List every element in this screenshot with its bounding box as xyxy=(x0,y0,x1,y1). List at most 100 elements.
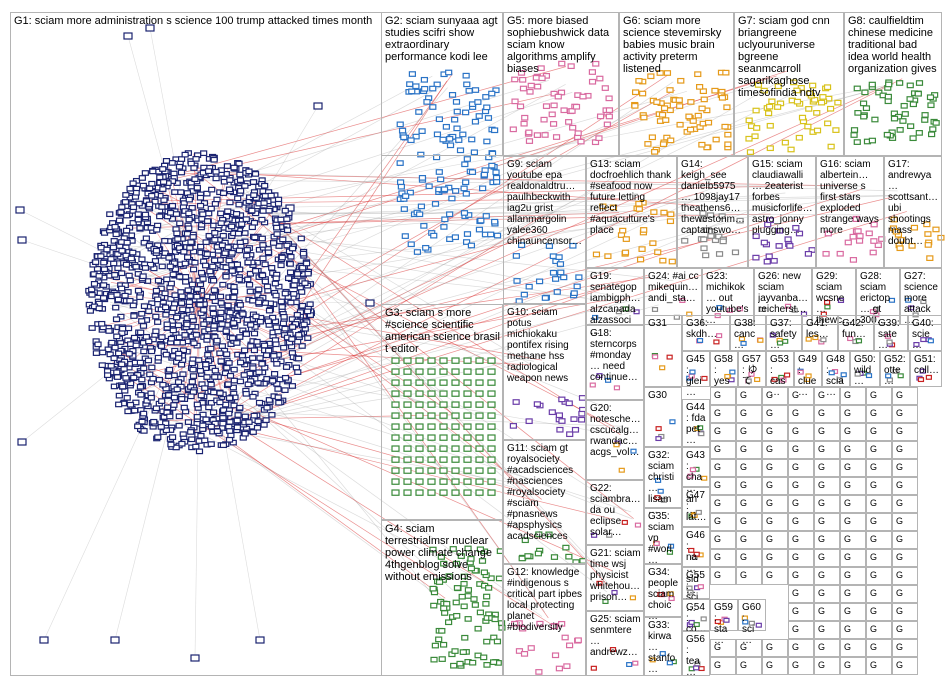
node xyxy=(153,226,161,233)
group-small: G xyxy=(840,531,866,549)
group-g36: G36: skdh… xyxy=(682,315,730,351)
node xyxy=(413,249,422,255)
node xyxy=(210,287,218,294)
node xyxy=(492,169,500,176)
group-label: G xyxy=(740,390,748,400)
group-label: G xyxy=(792,444,800,454)
group-g3: G3: sciam s more #science scientific ame… xyxy=(381,304,503,520)
group-label: G xyxy=(896,552,904,562)
node xyxy=(184,419,193,425)
group-label: G xyxy=(792,480,800,490)
node xyxy=(479,185,487,192)
group-label: G xyxy=(870,390,878,400)
group-small: G xyxy=(840,621,866,639)
group-small: G xyxy=(866,621,892,639)
group-label: G xyxy=(766,444,774,454)
group-small: G xyxy=(762,477,788,495)
group-g18: G18: sterncorps #monday… need continue… xyxy=(586,325,644,400)
edge xyxy=(275,192,638,230)
node xyxy=(440,186,449,193)
node xyxy=(168,318,176,324)
edge xyxy=(289,73,453,301)
group-label: G58: yes xyxy=(714,354,733,387)
group-label: G xyxy=(714,516,722,526)
edge xyxy=(136,188,712,393)
group-label: G xyxy=(870,624,878,634)
group-small: G xyxy=(788,387,814,405)
group-label: G1: sciam more administration s science … xyxy=(14,15,373,27)
group-g25: G25: sciam senmtere… andrewz… xyxy=(586,611,644,676)
node xyxy=(268,264,276,271)
group-small: G xyxy=(814,621,840,639)
node xyxy=(185,225,193,232)
group-label: G xyxy=(714,390,722,400)
group-label: G xyxy=(818,426,826,436)
group-small: G xyxy=(814,639,840,657)
node xyxy=(365,299,375,307)
node xyxy=(190,654,200,662)
group-small: G xyxy=(892,513,918,531)
edge xyxy=(186,171,898,192)
group-small: G xyxy=(892,495,918,513)
group-label: G xyxy=(714,480,722,490)
group-small: G xyxy=(736,477,762,495)
node xyxy=(396,160,404,166)
group-g14: G14: keigh_see danielb5975… 1098jay17 th… xyxy=(677,156,748,268)
group-small: G xyxy=(840,603,866,621)
node xyxy=(171,189,179,195)
group-small: G xyxy=(814,387,840,405)
group-g60: G60: sci… xyxy=(738,599,766,646)
group-label: G xyxy=(818,642,826,652)
group-small: G xyxy=(866,657,892,675)
group-label: G xyxy=(896,498,904,508)
node xyxy=(197,243,205,250)
edge xyxy=(99,301,201,328)
node xyxy=(230,366,238,373)
node xyxy=(493,232,502,239)
node xyxy=(418,175,427,181)
group-small: G xyxy=(788,657,814,675)
node xyxy=(161,290,169,297)
edge xyxy=(288,279,606,408)
node xyxy=(175,422,183,429)
node xyxy=(148,364,156,371)
group-small: G xyxy=(710,441,736,459)
node xyxy=(441,216,449,223)
group-label: G xyxy=(766,642,774,652)
node xyxy=(158,334,166,340)
group-label: G xyxy=(714,534,722,544)
node xyxy=(480,171,489,178)
group-small: G xyxy=(814,585,840,603)
edge xyxy=(110,212,686,310)
group-small: G xyxy=(840,477,866,495)
node xyxy=(203,190,211,197)
group-label: G xyxy=(740,462,748,472)
node xyxy=(407,241,415,248)
group-g21: G21: sciam time wsj physicist whitehou… … xyxy=(586,545,644,611)
group-label: G xyxy=(714,642,722,652)
group-label: G16: sciam albertein… universe s first s… xyxy=(820,159,879,236)
group-g57: G57: ゆ て xyxy=(738,351,766,387)
group-label: G xyxy=(714,426,722,436)
node xyxy=(460,210,469,216)
group-label: G xyxy=(766,462,774,472)
edge xyxy=(117,352,612,571)
group-label: G22: sciambra… da ou eclipse solar… xyxy=(590,483,641,538)
node xyxy=(420,222,428,229)
group-g8: G8: caulfieldtim chinese medicine tradit… xyxy=(844,12,942,156)
node xyxy=(100,259,108,266)
node xyxy=(115,392,123,399)
group-small: G xyxy=(762,657,788,675)
edge xyxy=(114,342,531,366)
node xyxy=(188,204,196,211)
node xyxy=(154,277,163,284)
group-label: G xyxy=(844,516,852,526)
node xyxy=(187,179,195,186)
group-label: G10: sciam potus michiokaku pontifex ris… xyxy=(507,307,572,384)
group-label: G xyxy=(844,444,852,454)
group-label: G xyxy=(818,606,826,616)
group-label: G xyxy=(792,462,800,472)
group-small: G xyxy=(866,567,892,585)
group-small: G xyxy=(788,639,814,657)
node xyxy=(223,364,231,371)
